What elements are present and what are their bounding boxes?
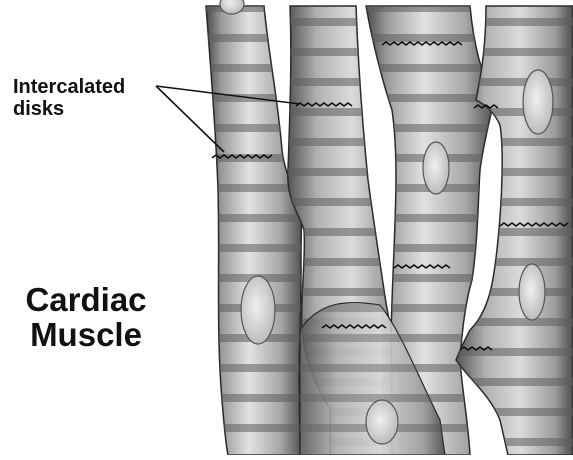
label-intercalated-line2: disks xyxy=(13,98,64,120)
fiber-left xyxy=(206,6,302,455)
label-intercalated-line1: Intercalated xyxy=(13,76,125,98)
title-line1: Cardiac xyxy=(16,282,156,318)
nucleus xyxy=(366,400,398,444)
nucleus xyxy=(519,264,545,320)
nucleus xyxy=(220,0,244,14)
nucleus xyxy=(523,70,553,134)
nucleus xyxy=(423,142,449,194)
title-line2: Muscle xyxy=(16,317,156,353)
nucleus xyxy=(241,276,275,344)
